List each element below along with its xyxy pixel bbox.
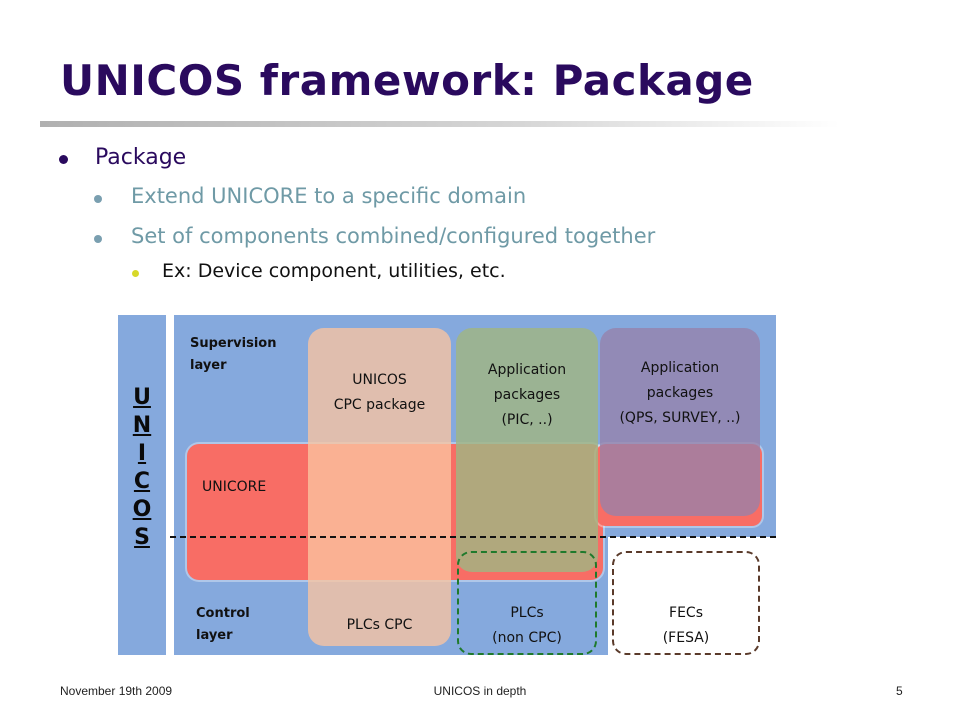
label-line: Supervision [190, 336, 277, 351]
plcs-cpc-label: PLCs CPC [346, 617, 413, 633]
footer-date: November 19th 2009 [60, 684, 173, 698]
label-line: CPC package [333, 397, 426, 413]
label-line: PLCs [510, 605, 544, 621]
unicos-vertical-label: U N I C O S [118, 384, 166, 552]
label-line: layer [190, 358, 227, 373]
application-packages-pic-label: Application packages (PIC, ..) [456, 358, 598, 433]
label-line: packages [646, 385, 714, 401]
footer-page-number: 5 [896, 684, 903, 698]
label-line: (QPS, SURVEY, ..) [619, 410, 741, 426]
unicos-vertical-bar [118, 315, 166, 655]
plcs-non-cpc-label: PLCs (non CPC) [457, 601, 597, 651]
bullet-text: Package [95, 145, 187, 170]
bullet-package: Package [59, 145, 187, 170]
unicos-letter: N [132, 413, 152, 438]
bullet-text: Set of components combined/configured to… [131, 224, 656, 248]
application-packages-qps-block [600, 328, 760, 516]
label-line: FECs [669, 605, 703, 621]
fecs-label: FECs (FESA) [612, 601, 760, 651]
unicos-letter: U [133, 385, 151, 410]
cpc-package-label: UNICOS CPC package [308, 368, 451, 418]
label-line: UNICOS [352, 372, 407, 388]
bullet-dot-icon [94, 235, 102, 243]
bullet-extend-unicore: Extend UNICORE to a specific domain [94, 184, 526, 208]
bullet-text: Ex: Device component, utilities, etc. [162, 260, 506, 282]
title-underline [40, 121, 840, 127]
unicos-letter: S [134, 525, 150, 550]
bullet-dot-icon [132, 270, 139, 277]
label-line: packages [493, 387, 561, 403]
label-line: (FESA) [662, 630, 710, 646]
unicos-letter: C [133, 469, 151, 494]
control-layer-label: Control layer [196, 603, 250, 647]
label-line: Application [487, 362, 567, 378]
bullet-set-of-components: Set of components combined/configured to… [94, 224, 655, 248]
slide-title: UNICOS framework: Package [60, 56, 754, 105]
unicos-letter: O [132, 497, 152, 522]
fecs-box [612, 551, 760, 655]
label-line: Application [640, 360, 720, 376]
footer-title: UNICOS in depth [433, 684, 527, 698]
label-line: layer [196, 628, 233, 643]
application-packages-pic-block [456, 328, 598, 572]
bullet-example: Ex: Device component, utilities, etc. [130, 260, 506, 282]
cpc-package-block [308, 328, 451, 646]
layer-separator-line [170, 536, 776, 538]
label-line: (PIC, ..) [501, 412, 553, 428]
plcs-non-cpc-box [457, 551, 597, 655]
application-packages-qps-label: Application packages (QPS, SURVEY, ..) [600, 356, 760, 431]
supervision-layer-label: Supervision layer [190, 333, 276, 377]
bullet-dot-icon [59, 155, 68, 164]
bullet-text: Extend UNICORE to a specific domain [131, 184, 527, 208]
unicos-letter: I [137, 441, 147, 466]
label-line: (non CPC) [492, 630, 562, 646]
unicore-label: UNICORE [202, 479, 267, 495]
label-line: Control [196, 606, 250, 621]
bullet-dot-icon [94, 195, 102, 203]
